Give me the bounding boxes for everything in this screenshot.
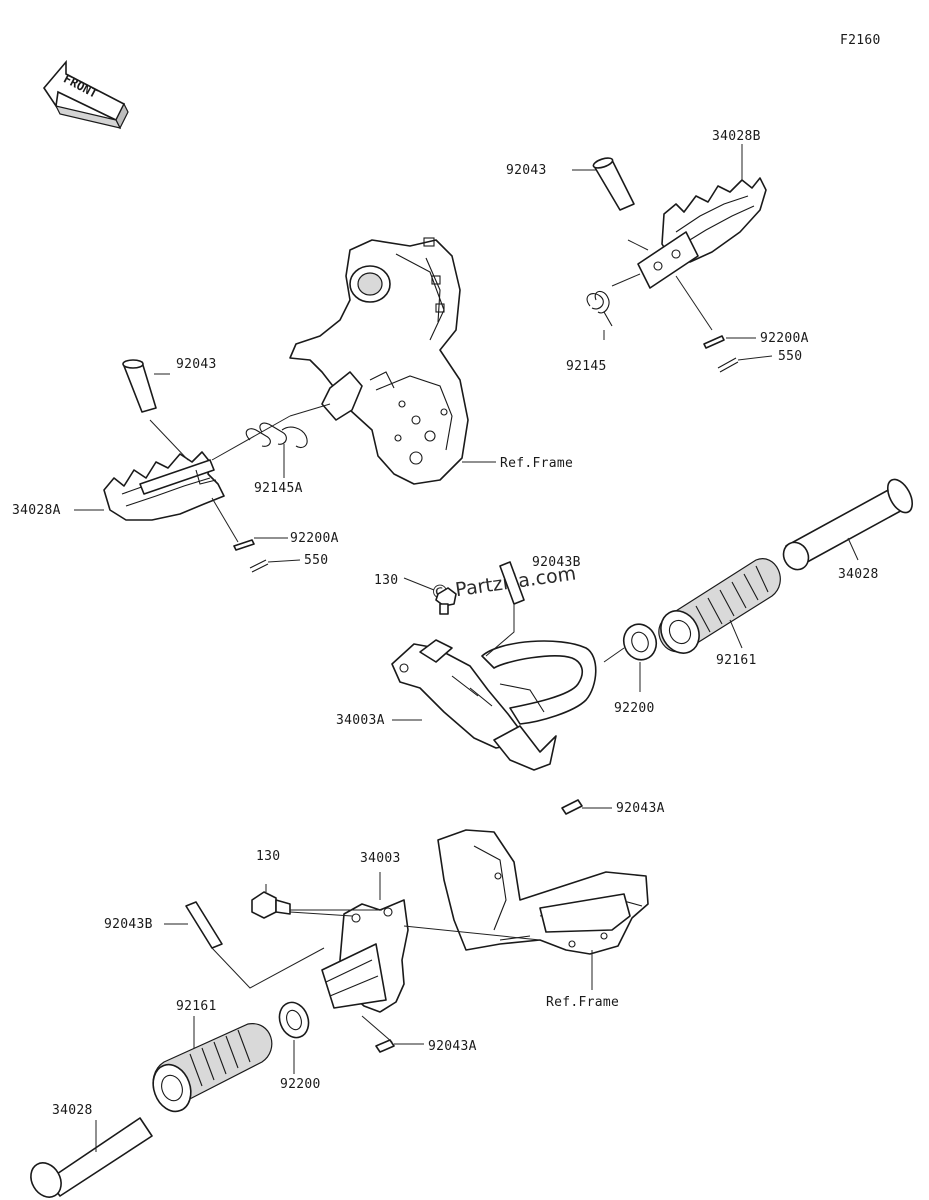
pin-550-left xyxy=(249,559,269,573)
peg-shaft-34028-mid xyxy=(782,478,914,571)
label-34028-low: 34028 xyxy=(52,1103,93,1118)
cotter-pin-92200A-left xyxy=(233,539,255,551)
label-ref-frame-top: Ref.Frame xyxy=(500,456,573,471)
bolt-130-mid xyxy=(435,587,457,615)
label-92145A: 92145A xyxy=(254,481,303,496)
figure-code: F2160 xyxy=(840,33,881,48)
label-92200-mid: 92200 xyxy=(614,701,655,716)
bracket-34003A xyxy=(391,639,597,771)
label-92200A-left: 92200A xyxy=(290,531,339,546)
label-34028B: 34028B xyxy=(712,129,761,144)
upper-frame-section: Ref.Frame xyxy=(289,237,573,485)
grip-92161-low xyxy=(152,1023,273,1113)
label-92161-low: 92161 xyxy=(176,999,217,1014)
clip-92043A-mid xyxy=(561,799,583,815)
footpeg-34028B xyxy=(637,177,767,289)
pin-92043-right xyxy=(592,157,635,211)
peg-shaft-34028-low xyxy=(30,1117,153,1198)
label-92043A-mid: 92043A xyxy=(616,801,665,816)
label-92043B-low: 92043B xyxy=(104,917,153,932)
footpeg-34028A xyxy=(103,451,225,521)
washer-92200-low xyxy=(278,1001,310,1039)
pin-92043-left xyxy=(122,359,157,413)
label-92145: 92145 xyxy=(566,359,607,374)
label-130-mid: 130 xyxy=(374,573,398,588)
label-92043B-mid: 92043B xyxy=(532,555,581,570)
lower-step-assembly: 130 34003 92043B 92161 92043A 92200 3402… xyxy=(30,849,541,1198)
grip-92161-mid xyxy=(658,558,781,654)
pin-550-right xyxy=(717,357,739,373)
label-92200A-right: 92200A xyxy=(760,331,809,346)
left-footpeg-assembly: 92043 92145A 34028A 92200A 550 xyxy=(12,357,339,573)
label-34003: 34003 xyxy=(360,851,401,866)
lower-frame-section: Ref.Frame xyxy=(437,829,649,1010)
label-34028-mid: 34028 xyxy=(838,567,879,582)
label-ref-frame-low: Ref.Frame xyxy=(546,995,619,1010)
bracket-34003 xyxy=(321,899,409,1013)
washer-92200-mid xyxy=(622,623,658,661)
spring-92145 xyxy=(586,290,613,327)
pin-92043B-mid xyxy=(499,561,525,605)
pin-92043B-low xyxy=(185,901,223,949)
spring-92145A xyxy=(245,422,308,449)
label-92043-left: 92043 xyxy=(176,357,217,372)
label-92200-low: 92200 xyxy=(280,1077,321,1092)
middle-step-assembly: 130 92043B 34028 92161 92200 34003A 9204… xyxy=(336,478,914,816)
label-550-left: 550 xyxy=(304,553,328,568)
label-92161-mid: 92161 xyxy=(716,653,757,668)
clip-92043A-low xyxy=(375,1039,395,1053)
cotter-pin-92200A-right xyxy=(703,335,725,349)
front-arrow-icon: FRONT xyxy=(43,59,129,130)
label-34028A: 34028A xyxy=(12,503,61,518)
label-130-low: 130 xyxy=(256,849,280,864)
right-footpeg-assembly: 34028B 92043 92145 92200A 550 xyxy=(506,129,809,374)
label-92043A-low: 92043A xyxy=(428,1039,477,1054)
label-92043-right: 92043 xyxy=(506,163,547,178)
label-34003A: 34003A xyxy=(336,713,385,728)
bolt-130-low xyxy=(251,891,291,919)
label-550-right: 550 xyxy=(778,349,802,364)
